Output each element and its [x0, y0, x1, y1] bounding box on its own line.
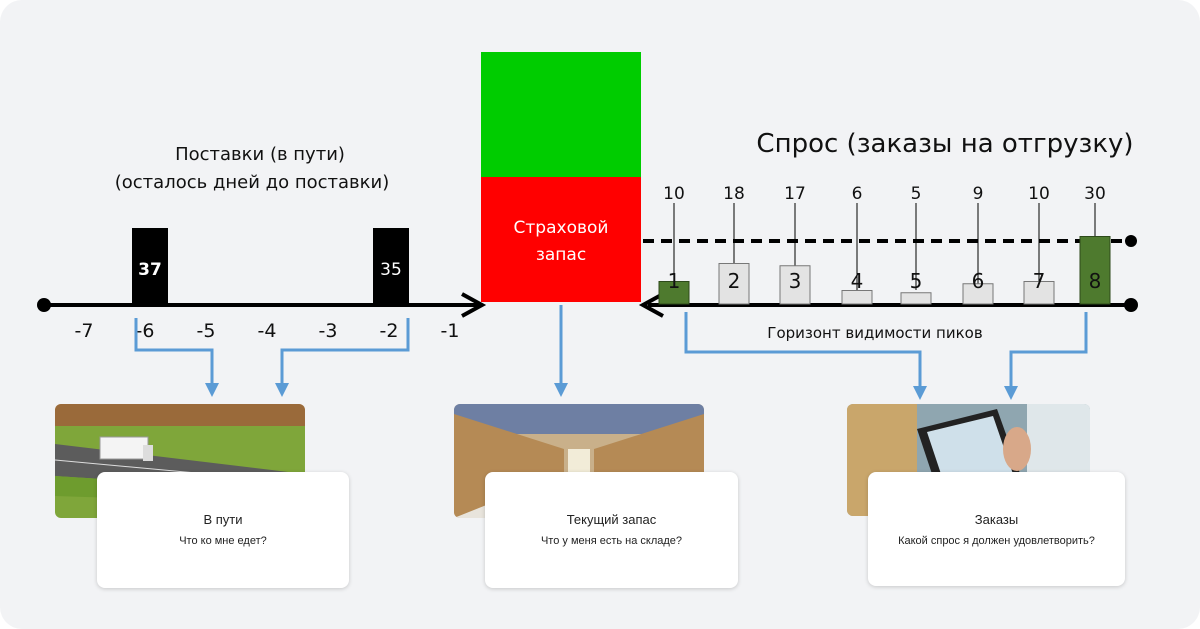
- shipment-quantity: 35: [380, 260, 402, 280]
- connector-arrowheads: [205, 383, 1018, 400]
- order-day-label: 7: [1033, 269, 1046, 293]
- demand-title: Спрос (заказы на отгрузку): [756, 129, 1133, 159]
- order-bar: [718, 263, 750, 305]
- order-day-label: 5: [910, 269, 923, 293]
- order-bar: [1079, 236, 1111, 305]
- orders-card-subtitle: Какой спрос я должен удовлетворить?: [898, 535, 1095, 547]
- order-quantity: 5: [911, 184, 922, 204]
- supply-axis-label: -2: [380, 320, 399, 342]
- order-quantity: 17: [784, 184, 806, 204]
- order-quantity: 30: [1084, 184, 1106, 204]
- order-quantity: 18: [723, 184, 745, 204]
- peak-threshold-end: [1125, 235, 1137, 247]
- supply-timeline-start: [37, 298, 51, 312]
- connector-order-8: [1009, 312, 1088, 388]
- shipment-quantity: 37: [138, 260, 162, 280]
- demand-timeline-arrow: [638, 292, 664, 318]
- demand-orders: 10 1 18 2 17 3 6 4 5 5 9 6 10 7 30 8: [658, 184, 1111, 305]
- supplies-subtitle: (осталось дней до поставки): [115, 172, 389, 193]
- supply-axis-labels: -7 -6 -5 -4 -3 -2 -1: [75, 320, 460, 342]
- shipments: 37 35: [132, 228, 409, 305]
- transit-card: В пути Что ко мне едет?: [97, 472, 349, 588]
- order-quantity: 6: [852, 184, 863, 204]
- buffer-green-zone: [481, 52, 641, 177]
- order-quantity: 10: [663, 184, 685, 204]
- connector-arrows: [134, 305, 1088, 388]
- order-day-label: 6: [972, 269, 985, 293]
- arrowhead: [275, 383, 289, 397]
- horizon-label: Горизонт видимости пиков: [767, 324, 982, 342]
- order-day-label: 8: [1089, 269, 1102, 293]
- demand-timeline-end: [1124, 298, 1138, 312]
- transit-card-title: В пути: [203, 512, 243, 527]
- orders-card: Заказы Какой спрос я должен удовлетворит…: [868, 472, 1125, 586]
- safety-stock-zone: [481, 177, 641, 302]
- supply-timeline-arrow: [461, 292, 487, 318]
- order-day-label: 1: [668, 269, 681, 293]
- safety-stock-label-line1: Страховой: [514, 218, 609, 238]
- order-day-label: 2: [728, 269, 741, 293]
- order-quantity: 9: [973, 184, 984, 204]
- order-day-label: 4: [851, 269, 864, 293]
- shipment-block: [373, 228, 409, 305]
- order-bar: [779, 265, 811, 305]
- supply-axis-label: -1: [441, 320, 460, 342]
- arrowhead: [1004, 386, 1018, 400]
- supply-axis-label: -7: [75, 320, 94, 342]
- supply-axis-label: -5: [197, 320, 216, 342]
- safety-stock-label-line2: запас: [536, 245, 586, 265]
- connector-shipment-2: [280, 318, 410, 385]
- order-bar: [1023, 281, 1055, 305]
- supplies-title: Поставки (в пути): [175, 144, 345, 165]
- order-bar: [900, 292, 932, 305]
- transit-card-subtitle: Что ко мне едет?: [179, 535, 267, 547]
- order-bar: [841, 290, 873, 305]
- supply-axis-label: -6: [136, 320, 155, 342]
- supply-axis-label: -3: [319, 320, 338, 342]
- current-stock-card-title: Текущий запас: [566, 512, 657, 527]
- orders-card-title: Заказы: [974, 512, 1019, 527]
- connector-shipment-1: [134, 318, 214, 385]
- arrowhead: [205, 383, 219, 397]
- current-stock-card-subtitle: Что у меня есть на складе?: [540, 535, 683, 547]
- arrowhead: [554, 383, 568, 397]
- order-day-label: 3: [789, 269, 802, 293]
- order-quantity: 10: [1028, 184, 1050, 204]
- order-bar: [962, 283, 994, 305]
- arrowhead: [913, 386, 927, 400]
- order-bar: [658, 281, 690, 305]
- shipment-block: [132, 228, 168, 305]
- current-stock-card: Текущий запас Что у меня есть на складе?: [485, 472, 738, 588]
- connector-order-1: [684, 312, 922, 388]
- supply-axis-label: -4: [258, 320, 277, 342]
